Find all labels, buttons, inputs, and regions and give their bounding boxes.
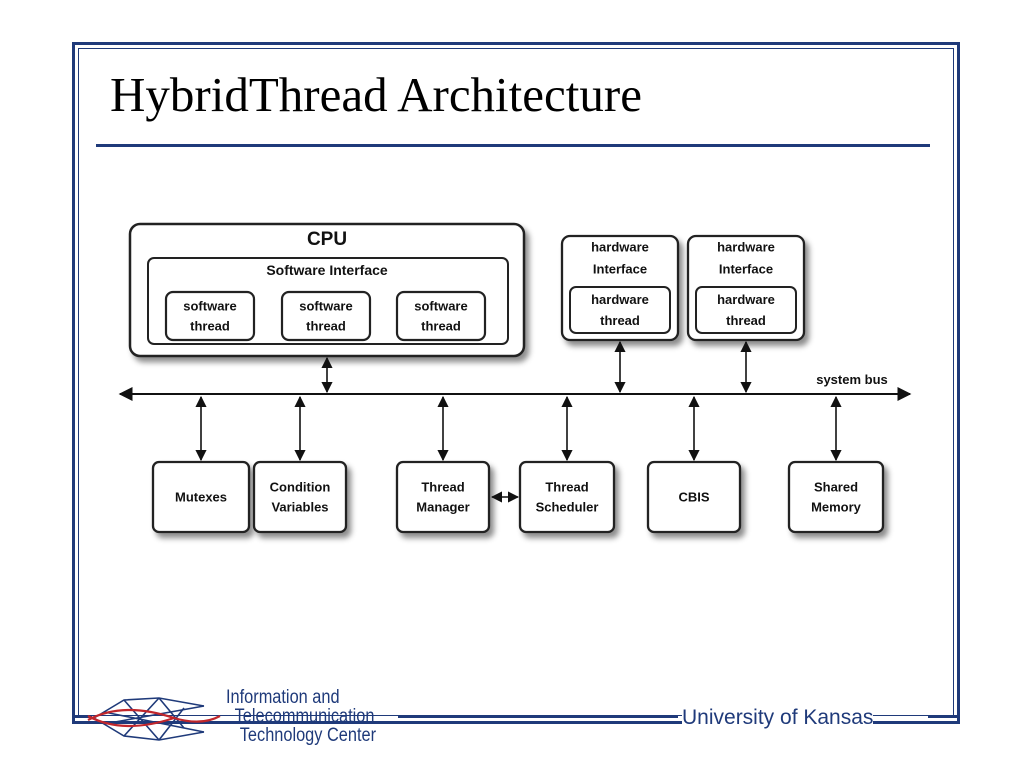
component-rect [395,460,491,534]
logo-line-2: Telecommunication [234,706,375,727]
title-underline [96,144,930,147]
hardware-thread-text-line-2: thread [726,313,766,328]
component-text-line-1: CBIS [678,490,709,505]
itc-logo-text: Information and Telecommunication Techno… [226,688,376,745]
component-text-line-2: Scheduler [536,500,599,515]
footer-university: University of Kansas [682,706,874,730]
software-interface-label: Software Interface [266,262,388,278]
component-rect [151,460,251,534]
slide-frame-outer [72,42,960,724]
slide-title: HybridThread Architecture [110,67,642,122]
component-rect [787,460,885,534]
software-thread-text-line-1: software [414,299,467,314]
hardware-thread-text-line-1: hardware [591,292,649,307]
software-thread-rect [164,290,256,342]
component-rect [646,460,742,534]
software-thread-text-line-2: thread [190,319,230,334]
hardware-thread-rect [569,286,671,334]
hardware-thread-rect [695,286,797,334]
component-block: Mutexes [151,395,251,534]
component-block: CBIS [646,395,742,534]
system-bus-label: system bus [816,372,888,387]
component-text-line-1: Shared [814,480,858,495]
hardware-interface-text-line-1: hardware [717,240,775,255]
hardware-interface-text-line-1: hardware [591,240,649,255]
software-thread-box: software thread [164,290,256,342]
hardware-thread-text-line-1: hardware [717,292,775,307]
software-thread-rect [395,290,487,342]
software-thread-text-line-1: software [299,299,352,314]
software-thread-text-line-2: thread [306,319,346,334]
component-text-line-2: Variables [271,500,328,515]
component-text-line-2: Manager [416,500,469,515]
hardware-interface-text-line-2: Interface [719,262,773,277]
software-thread-text-line-1: software [183,299,236,314]
footer-rule-left [72,715,92,718]
component-text-line-1: Thread [421,480,464,495]
hardware-thread-text-line-2: thread [600,313,640,328]
software-thread-rect [280,290,372,342]
cpu-label: CPU [307,229,347,250]
itc-lattice-logo-icon [87,697,221,741]
component-text-line-1: Thread [545,480,588,495]
software-thread-box: software thread [395,290,487,342]
component-text-line-2: Memory [811,500,862,515]
footer-rule-right [928,715,960,718]
software-thread-text-line-2: thread [421,319,461,334]
hardware-interface-text-line-2: Interface [593,262,647,277]
component-text-line-1: Condition [270,480,331,495]
component-text-line-1: Mutexes [175,490,227,505]
software-thread-box: software thread [280,290,372,342]
logo-line-1: Information and [226,687,340,708]
logo-line-3: Technology Center [239,725,377,746]
component-rect [252,460,348,534]
component-rect [518,460,616,534]
footer-rule-middle [398,715,678,718]
